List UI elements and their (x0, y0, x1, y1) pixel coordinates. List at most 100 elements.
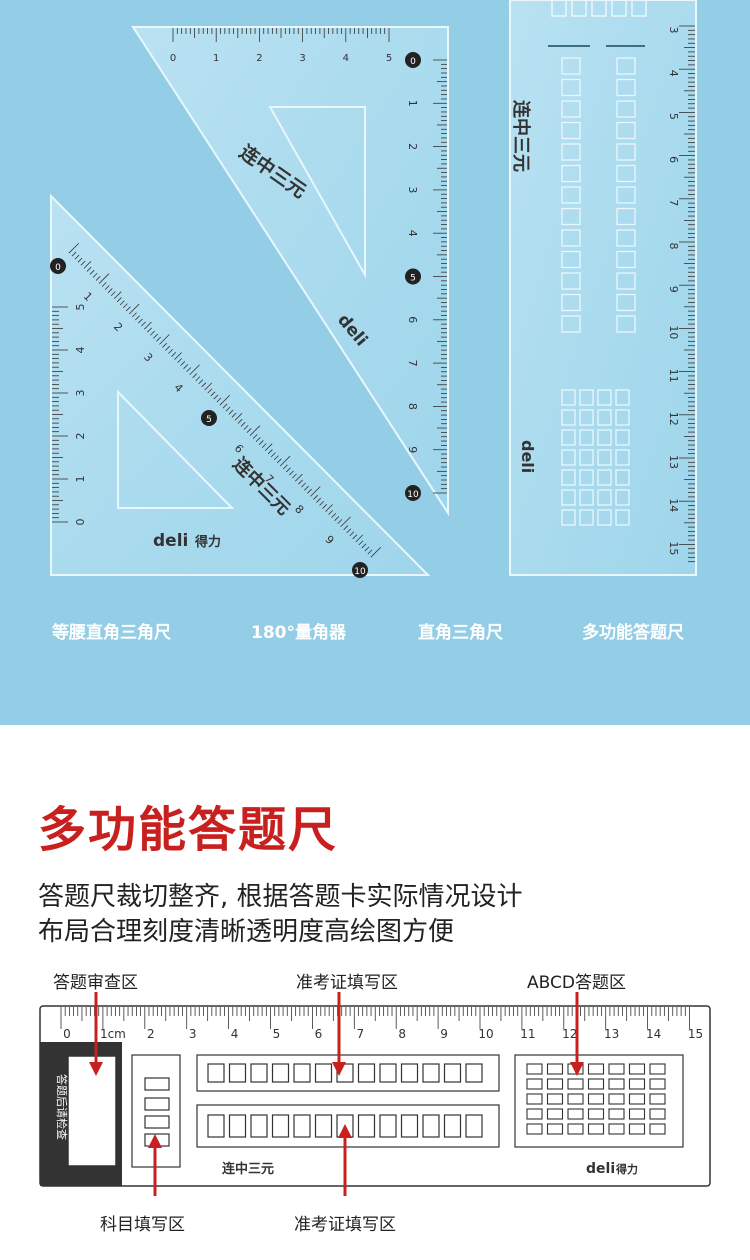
tick-label: 7 (667, 199, 680, 206)
tick-label: 6 (406, 316, 419, 323)
slot (579, 449, 594, 466)
tick (261, 443, 267, 449)
tick (325, 504, 333, 512)
ticket-slot (271, 1063, 290, 1083)
tick (231, 412, 237, 418)
tick (364, 546, 370, 552)
tick (95, 276, 101, 281)
tick-label: 0 (63, 1027, 71, 1041)
tick (213, 394, 219, 400)
tick (104, 285, 110, 290)
ticket-slot (271, 1114, 290, 1138)
tick-label: 4 (667, 70, 680, 77)
abcd-slot (567, 1093, 584, 1105)
tick-dot (352, 562, 368, 578)
tick (279, 455, 291, 467)
ticket-slot (379, 1063, 397, 1083)
tick-label: 6 (667, 156, 680, 163)
ticket-slot (443, 1063, 462, 1083)
ticket-slot (465, 1114, 483, 1138)
tick (125, 306, 131, 312)
ticket-slot (250, 1114, 268, 1138)
tick (270, 452, 276, 458)
tick-label: 3 (189, 1027, 197, 1041)
abcd-slot (608, 1108, 625, 1120)
tick-label: 5 (206, 415, 212, 425)
tick (240, 421, 246, 427)
ticket-slot (207, 1114, 225, 1138)
slot (561, 100, 581, 118)
abcd-slot (649, 1093, 666, 1105)
tick (273, 455, 279, 461)
tick (141, 321, 146, 327)
tick (68, 242, 80, 254)
tick-label: 0 (410, 57, 416, 67)
tick-label: 10 (478, 1027, 493, 1041)
tick (101, 282, 107, 287)
tick-label: 10 (354, 567, 366, 577)
abcd-slot (546, 1123, 564, 1135)
tick (186, 367, 192, 373)
slot (561, 389, 576, 406)
abcd-slot (587, 1078, 605, 1090)
tick (243, 424, 249, 430)
tick (77, 257, 83, 263)
ticket-slot (400, 1063, 419, 1083)
subject-box (131, 1054, 181, 1168)
tick (310, 486, 321, 497)
abcd-slot (546, 1093, 564, 1105)
tick-dot (405, 485, 421, 501)
tick (216, 397, 222, 403)
slot (615, 389, 630, 406)
tick (147, 327, 152, 333)
tick-label: 6 (315, 1027, 323, 1041)
tick (201, 382, 207, 388)
tick-label: 7 (406, 360, 419, 367)
tick (189, 364, 200, 376)
slot (561, 229, 581, 247)
ticket-slot (422, 1114, 440, 1138)
slot (561, 143, 581, 161)
tick (128, 303, 140, 315)
caption-right-triangle: 直角三角尺 (418, 623, 503, 643)
tick-label: 3 (406, 186, 419, 193)
tick (86, 266, 92, 272)
tick (234, 413, 243, 421)
tick (113, 291, 122, 300)
tick-label: 3 (667, 27, 680, 34)
tick (210, 391, 216, 397)
tick (222, 403, 228, 409)
tick-label: 8 (406, 403, 419, 410)
slot (579, 469, 594, 486)
label-ticket-area-bottom: 准考证填写区 (294, 1215, 396, 1235)
tick (316, 497, 321, 503)
feature-title: 多功能答题尺 (38, 802, 339, 858)
slot (561, 207, 581, 226)
slot (616, 121, 636, 140)
slot (616, 186, 636, 204)
abcd-slot (526, 1093, 543, 1105)
top-slot-row (548, 0, 647, 47)
slot (616, 100, 636, 118)
ticket-row-bottom (196, 1104, 500, 1148)
tick (313, 494, 318, 500)
tick-label: 8 (667, 243, 680, 250)
tick-label: 0 (74, 519, 87, 526)
abcd-slot (546, 1078, 564, 1090)
slot (561, 449, 576, 466)
slot (571, 0, 587, 17)
slot (616, 78, 636, 97)
tick (74, 254, 80, 260)
deli-logo-3: deli (518, 440, 537, 473)
tick-label: 5 (273, 1027, 281, 1041)
ticket-slot (228, 1114, 247, 1138)
tick-label: 8 (398, 1027, 406, 1041)
tick (249, 425, 261, 436)
tick-label: 15 (688, 1027, 703, 1041)
tick-label: 13 (604, 1027, 619, 1041)
